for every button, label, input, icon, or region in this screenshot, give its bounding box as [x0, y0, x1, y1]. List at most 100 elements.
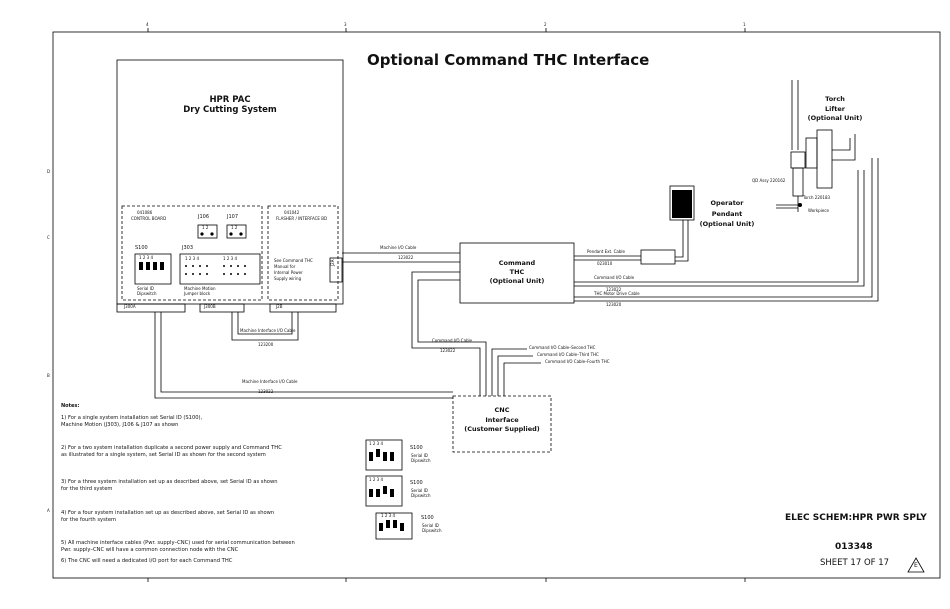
- dip4-switch: Dipswitch: [422, 528, 442, 533]
- machine-io-cable-part: 123022: [398, 255, 414, 260]
- note-5a: 5) All machine interface cables (Pwr. su…: [61, 540, 295, 546]
- see-manual-2: Manual for: [274, 264, 296, 269]
- pendant-box: [669, 185, 695, 221]
- serial-id-label-2: Dipswitch: [137, 291, 157, 296]
- dip4-label: S100: [421, 515, 434, 521]
- note-6: 6) The CNC will need a dedicated I/O por…: [61, 558, 233, 564]
- note-3b: for the third system: [61, 486, 113, 492]
- border-mark-a: A: [47, 508, 50, 513]
- j2a-label: J2A: [330, 259, 335, 266]
- j303-digits-b: 1 2 3 4: [223, 256, 237, 261]
- qd-assy-label: QD Assy 220162: [752, 178, 786, 183]
- border-mark-4: 4: [146, 22, 149, 27]
- command-io-second: Command I/O Cable–Second THC: [529, 345, 596, 350]
- note-3a: 3) For a three system installation set u…: [61, 479, 278, 485]
- see-manual-4: Supply wiring: [274, 276, 302, 281]
- thc-motor-drive-part: 123020: [606, 302, 622, 307]
- pendant-ext-cable-label: Pendant Ext. Cable: [587, 249, 625, 254]
- note-1b: Machine Motion (J303), J106 & J107 as sh…: [61, 422, 179, 428]
- j303-label: J303: [182, 245, 194, 251]
- pendant-ext-cable-part: 023010: [597, 261, 613, 266]
- control-board-name: CONTROL BOARD: [131, 216, 167, 221]
- see-manual-3: Internal Power: [274, 270, 303, 275]
- sheet-border: [52, 31, 941, 579]
- j300b-label: J300B: [204, 304, 216, 309]
- command-thc-line3: (Optional Unit): [489, 277, 545, 285]
- torch-lifter-body: [816, 129, 833, 189]
- control-board-part: 041086: [137, 210, 153, 215]
- hpr-pac-line1: HPR PAC: [209, 95, 251, 105]
- note-1a: 1) For a single system installation set …: [61, 415, 203, 421]
- sheet-number: SHEET 17 OF 17: [820, 558, 890, 568]
- machine-interface-part-1: 123200: [258, 342, 274, 347]
- command-thc-line1: Command: [498, 259, 536, 267]
- see-manual-1: See Command THC: [274, 258, 313, 263]
- j106-label: J106: [198, 214, 210, 220]
- dip3-label: S100: [410, 480, 423, 486]
- border-mark-1: 1: [743, 22, 746, 27]
- dip3-serial: Serial ID: [411, 488, 428, 493]
- jumper-block-label-2: Jumper block: [184, 291, 211, 296]
- command-thc-line2: THC: [509, 268, 525, 276]
- dip2-digits: 1 2 3 4: [369, 441, 383, 446]
- workpiece-label: Workpiece: [808, 208, 829, 213]
- pendant-line1: Operator: [710, 199, 744, 207]
- control-board-dashed: [121, 205, 263, 301]
- note-2a: 2) For a two system installation duplica…: [61, 445, 282, 451]
- note-2b: as illustrated for a single system, set …: [61, 452, 266, 458]
- command-io-part-right: 123022: [606, 287, 622, 292]
- note-5b: Pwr. supply–CNC will have a common conne…: [61, 547, 239, 553]
- dip4-serial: Serial ID: [422, 523, 439, 528]
- note-4b: for the fourth system: [61, 517, 117, 523]
- hpr-pac-line2: Dry Cutting System: [183, 105, 277, 115]
- pendant-line3: (Optional Unit): [699, 220, 755, 228]
- dip2-switch: Dipswitch: [411, 458, 431, 463]
- note-4a: 4) For a four system installation set up…: [61, 510, 275, 516]
- machine-interface-cable-1: Machine Interface I/O Cable: [240, 328, 296, 333]
- command-io-fourth: Command I/O Cable–Fourth THC: [545, 359, 610, 364]
- j107-label: J107: [227, 214, 239, 220]
- dip3-digits: 1 2 3 4: [369, 477, 383, 482]
- flasher-name: FLASHER / INTERFACE BD: [276, 216, 328, 221]
- cnc-line3: (Customer Supplied): [464, 425, 540, 433]
- torch-lifter-line2: Lifter: [825, 105, 845, 113]
- border-mark-d: D: [47, 169, 51, 174]
- thc-motor-drive-cable: THC Motor Drive Cable: [594, 291, 640, 296]
- command-io-cable-right: Command I/O Cable: [594, 275, 635, 280]
- s100-label: S100: [135, 245, 148, 251]
- j300a-label: J300A: [124, 304, 136, 309]
- j106-pins: 1 2: [202, 225, 209, 230]
- revision-letter: E: [914, 562, 918, 569]
- dip3-switch: Dipswitch: [411, 493, 431, 498]
- command-io-cable-label: Command I/O Cable: [432, 338, 473, 343]
- j107-pins: 1 2: [231, 225, 238, 230]
- notes-title: Notes:: [61, 403, 80, 409]
- dip2-serial: Serial ID: [411, 453, 428, 458]
- drawing-number: 013348: [835, 542, 873, 552]
- cnc-line2: Interface: [485, 416, 519, 424]
- flasher-part: 041042: [284, 210, 300, 215]
- torch-lifter-line1: Torch: [825, 95, 845, 103]
- command-io-third: Command I/O Cable–Third THC: [537, 352, 599, 357]
- flasher-board-dashed: [267, 205, 339, 301]
- machine-interface-cable-2: Machine Interface I/O Cable: [242, 379, 298, 384]
- page-title: Optional Command THC Interface: [367, 51, 650, 69]
- border-mark-3: 3: [344, 22, 347, 27]
- border-mark-2: 2: [544, 22, 547, 27]
- border-mark-c: C: [47, 235, 50, 240]
- torch-lifter-line3: (Optional Unit): [807, 114, 863, 122]
- s100-digits: 1 2 3 4: [139, 255, 153, 260]
- machine-interface-part-2: 123022: [258, 389, 274, 394]
- border-mark-b: B: [47, 373, 50, 378]
- command-thc-box: [459, 242, 575, 304]
- serial-id-label-1: Serial ID: [137, 286, 154, 291]
- j303-digits-a: 1 2 3 4: [185, 256, 199, 261]
- dip4-digits: 1 2 3 4: [381, 513, 395, 518]
- torch-part-label: Torch 220183: [803, 195, 831, 200]
- jumper-block-label-1: Machine Motion: [184, 286, 216, 291]
- command-io-cable-part: 123022: [440, 348, 456, 353]
- dip2-label: S100: [410, 445, 423, 451]
- cnc-box: [452, 395, 552, 453]
- drawing-name: ELEC SCHEM:HPR PWR SPLY: [785, 513, 927, 523]
